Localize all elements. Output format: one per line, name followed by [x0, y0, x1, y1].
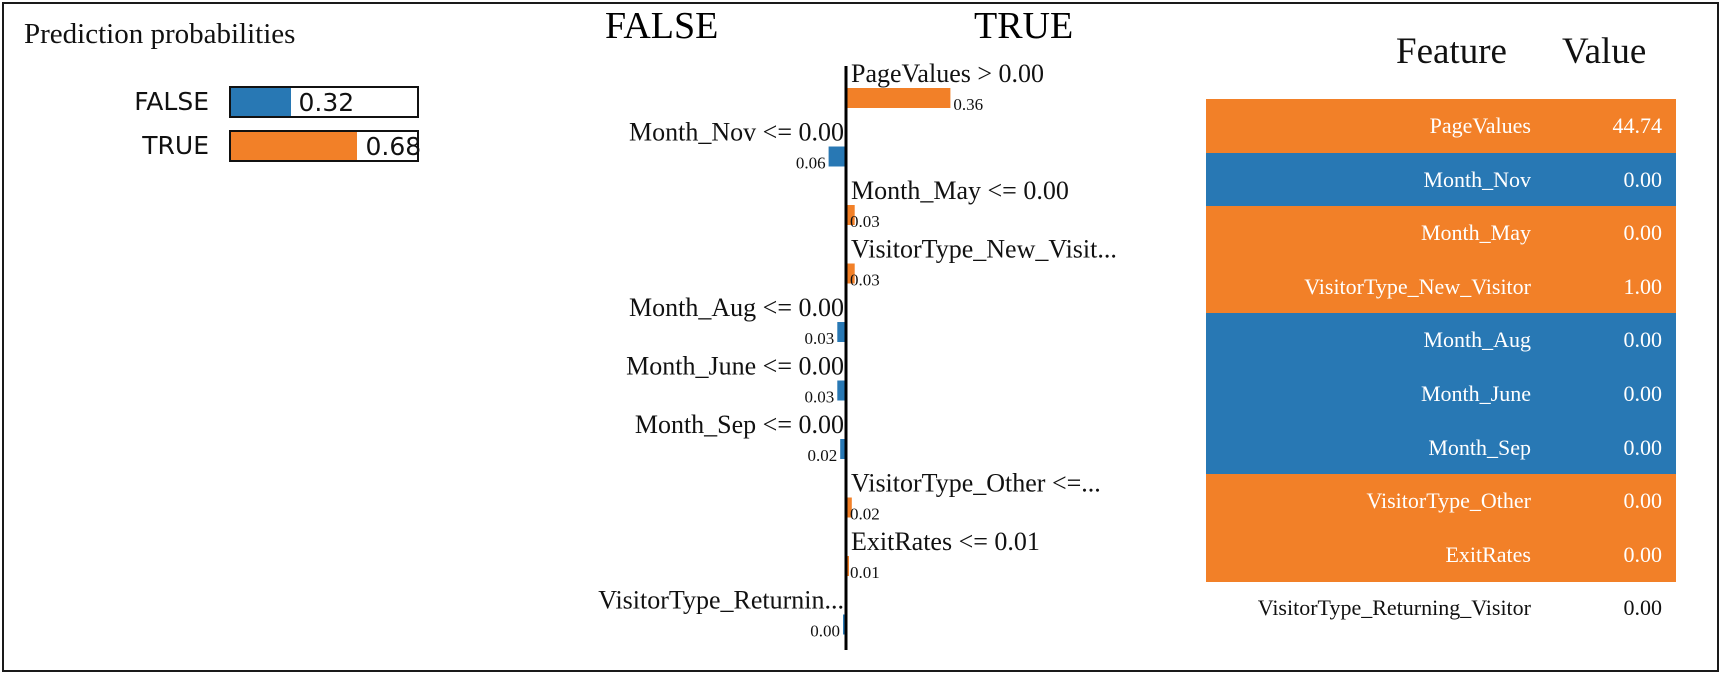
table-header-value: Value — [1562, 31, 1647, 72]
table-row: VisitorType_Returning_Visitor 0.00 — [1206, 581, 1676, 635]
contribution-bar — [840, 439, 846, 459]
table-cell-value: 0.00 — [1623, 166, 1663, 192]
feature-condition-label: Month_June <= 0.00 — [626, 352, 844, 381]
feature-condition-label: VisitorType_Other <=... — [851, 469, 1101, 498]
feature-condition-label: Month_Aug <= 0.00 — [629, 293, 844, 322]
feature-condition-label: Month_Sep <= 0.00 — [635, 410, 844, 439]
probability-value: 0.32 — [298, 88, 355, 117]
probability-bar-frame: 0.68 — [229, 130, 422, 162]
feature-condition-label: PageValues > 0.00 — [851, 59, 1044, 88]
table-cell-value: 0.00 — [1623, 488, 1663, 514]
contribution-value-label: 0.01 — [850, 563, 880, 582]
table-cell-feature: Month_Aug — [1423, 327, 1531, 353]
probability-row: FALSE 0.32 — [0, 84, 1725, 120]
contribution-value-label: 0.00 — [810, 622, 840, 641]
table-cell-value: 0.00 — [1623, 381, 1663, 406]
probability-bar-fill — [231, 88, 291, 116]
table-cell-value: 0.00 — [1623, 434, 1663, 460]
table-cell-value: 1.00 — [1623, 273, 1663, 299]
table-row: Month_May 0.00 — [1206, 206, 1676, 261]
contribution-bar — [846, 205, 855, 225]
table-cell-feature: ExitRates — [1445, 541, 1531, 567]
probability-bar-fill — [231, 132, 358, 160]
probability-class-label: TRUE — [142, 131, 209, 160]
table-cell-value: 0.00 — [1623, 541, 1663, 567]
table-cell-feature: Month_June — [1421, 381, 1531, 406]
table-cell-feature: Month_Sep — [1428, 434, 1531, 460]
probability-class-label: FALSE — [134, 87, 209, 116]
contribution-bar — [828, 146, 846, 167]
probability-row: TRUE 0.68 — [0, 128, 1725, 164]
contribution-value-label: 0.03 — [805, 329, 835, 348]
contribution-bar — [837, 322, 846, 342]
feature-condition-label: VisitorType_Returnin... — [598, 586, 844, 615]
probability-value: 0.68 — [365, 132, 422, 161]
feature-condition-label: VisitorType_New_Visit... — [851, 235, 1117, 264]
contribution-value-label: 0.02 — [807, 446, 837, 465]
contribution-value-label: 0.06 — [796, 154, 826, 173]
contribution-bar — [846, 497, 852, 518]
contribution-value-label: 0.02 — [850, 505, 880, 524]
table-row: VisitorType_Other 0.00 — [1206, 474, 1676, 529]
table-row: ExitRates 0.00 — [1206, 527, 1676, 582]
contribution-value-label: 0.36 — [953, 95, 983, 114]
feature-condition-label: Month_Nov <= 0.00 — [629, 118, 844, 147]
contribution-value-label: 0.03 — [850, 212, 880, 231]
table-row: Month_Nov 0.00 — [1206, 152, 1676, 207]
contribution-bar — [837, 380, 846, 401]
contribution-value-label: 0.03 — [850, 271, 880, 290]
table-cell-feature: VisitorType_Other — [1366, 488, 1531, 514]
negative-class-header: FALSE — [605, 5, 719, 47]
table-cell-feature: PageValues — [1429, 113, 1531, 138]
table-cell-value: 0.00 — [1623, 595, 1663, 621]
prediction-probabilities-title: Prediction probabilities — [24, 18, 296, 50]
table-row: VisitorType_New_Visitor 1.00 — [1206, 259, 1676, 314]
contribution-bar — [846, 88, 951, 108]
table-row: Month_Sep 0.00 — [1206, 420, 1676, 475]
feature-condition-label: Month_May <= 0.00 — [851, 176, 1069, 205]
table-header-feature: Feature — [1396, 31, 1507, 72]
table-row: Month_June 0.00 — [1206, 367, 1676, 421]
positive-class-header: TRUE — [974, 5, 1074, 47]
table-cell-value: 0.00 — [1623, 220, 1663, 246]
table-row: Month_Aug 0.00 — [1206, 313, 1676, 368]
table-row: PageValues 44.74 — [1206, 99, 1676, 153]
feature-condition-label: ExitRates <= 0.01 — [851, 527, 1040, 556]
contribution-value-label: 0.03 — [805, 388, 835, 407]
table-cell-value: 44.74 — [1612, 113, 1663, 138]
table-cell-feature: Month_Nov — [1423, 166, 1531, 192]
table-cell-feature: VisitorType_New_Visitor — [1304, 273, 1531, 299]
contribution-bar — [846, 263, 855, 284]
probability-bar-frame: 0.32 — [229, 86, 419, 118]
table-cell-feature: Month_May — [1421, 220, 1531, 246]
table-cell-feature: VisitorType_Returning_Visitor — [1257, 595, 1531, 621]
table-cell-value: 0.00 — [1623, 327, 1663, 353]
